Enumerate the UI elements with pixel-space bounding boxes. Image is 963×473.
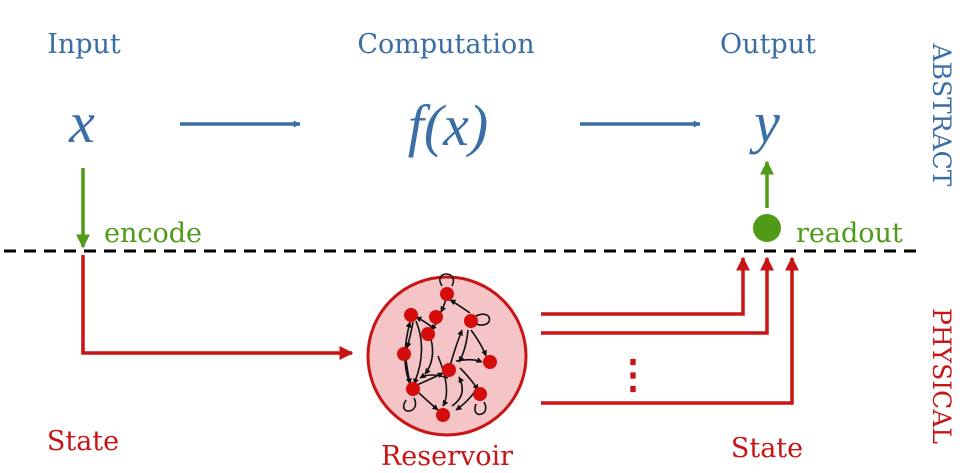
computation-heading: Computation <box>357 29 534 60</box>
computation-symbol: f(x) <box>408 93 489 158</box>
reservoir-edge <box>418 392 439 411</box>
reservoir-node <box>397 347 411 361</box>
reservoir-node <box>436 408 450 422</box>
input-symbol: x <box>68 90 95 155</box>
state-line-3 <box>541 256 799 405</box>
reservoir-node <box>421 327 435 341</box>
reservoir-edge <box>415 316 434 329</box>
reservoir-node <box>404 308 418 322</box>
physical-side-label: PHYSICAL <box>927 308 956 444</box>
reservoir-edge <box>449 329 463 367</box>
reservoir-edge <box>416 372 444 386</box>
reservoir <box>366 273 528 437</box>
readout-label: readout <box>796 218 903 249</box>
reservoir-nodes <box>397 287 497 422</box>
input-heading: Input <box>47 29 121 60</box>
reservoir-self-loop <box>474 401 487 416</box>
reservoir-node <box>406 382 420 396</box>
abstract-side-label: ABSTRACT <box>927 43 956 187</box>
output-symbol: y <box>749 90 780 155</box>
reservoir-node <box>440 287 454 301</box>
reservoir-self-loop <box>403 397 417 412</box>
output-heading: Output <box>720 29 816 60</box>
reservoir-self-loop <box>475 313 491 326</box>
state-ellipsis: ⋮ <box>613 351 653 398</box>
reservoir-node <box>429 310 443 324</box>
input-drive-arrow <box>81 255 354 360</box>
reservoir-node <box>473 387 487 401</box>
input-state-label: State <box>47 426 119 457</box>
state-line-2 <box>541 256 774 335</box>
encode-label: encode <box>104 218 202 249</box>
reservoir-edge <box>455 357 483 363</box>
reservoir-node <box>442 363 456 377</box>
state-line-1 <box>541 256 750 316</box>
reservoir-self-loop <box>439 273 455 287</box>
output-state-label: State <box>731 433 803 464</box>
reservoir-edge <box>451 376 465 407</box>
reservoir-edge <box>424 338 434 375</box>
reservoir-edge <box>419 372 449 379</box>
reservoir-edge <box>405 321 414 349</box>
reservoir-label: Reservoir <box>381 441 513 472</box>
reservoir-edge <box>449 299 471 314</box>
reservoir-edge <box>470 329 487 357</box>
reservoir-edge <box>413 320 423 385</box>
reservoir-node <box>483 355 497 369</box>
reservoir-edge <box>437 355 449 407</box>
reservoir-node <box>464 314 478 328</box>
readout-node <box>753 214 781 242</box>
